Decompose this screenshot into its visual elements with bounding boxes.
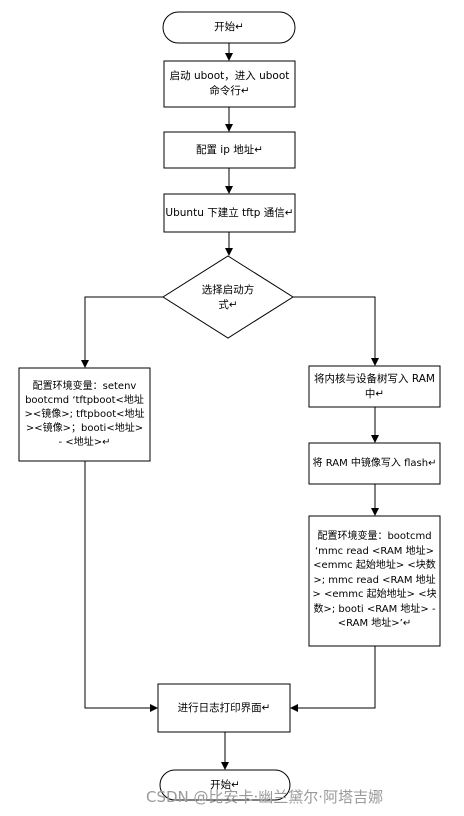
csdn-watermark: CSDN @比安卡·幽兰黛尔·阿塔吉娜 <box>146 788 384 806</box>
uboot-label: 启动 uboot，进入 uboot 命令行↵ <box>169 70 290 97</box>
arrow-left-to-log <box>84 461 158 712</box>
end-terminal <box>159 769 291 801</box>
right-env-label: 配置环境变量：bootcmd ‘mmc read <RAM 地址> <emmc … <box>312 531 437 630</box>
choose-label: 选择启动方式↵ <box>201 284 255 311</box>
choose-diamond <box>162 255 294 339</box>
arrow-choose-to-left <box>81 296 163 368</box>
write-flash-label: 将 RAM 中镜像写入 flash↵ <box>312 458 437 469</box>
end-label: 开始↵ <box>210 778 240 791</box>
arrow-choose-to-right <box>293 296 379 366</box>
write-ram-label: 将内核与设备树写入 RAM 中↵ <box>314 372 435 400</box>
left-env-label: 配置环境变量：setenv bootcmd ‘tftpboot<地址><镜像>;… <box>24 380 145 448</box>
log-label: 进行日志打印界面↵ <box>177 701 271 714</box>
arrow-right-to-log <box>290 646 376 712</box>
tftp-label: Ubuntu 下建立 tftp 通信↵ <box>165 206 294 219</box>
start-label: 开始↵ <box>214 21 244 33</box>
ip-label: 配置 ip 地址↵ <box>195 143 264 156</box>
